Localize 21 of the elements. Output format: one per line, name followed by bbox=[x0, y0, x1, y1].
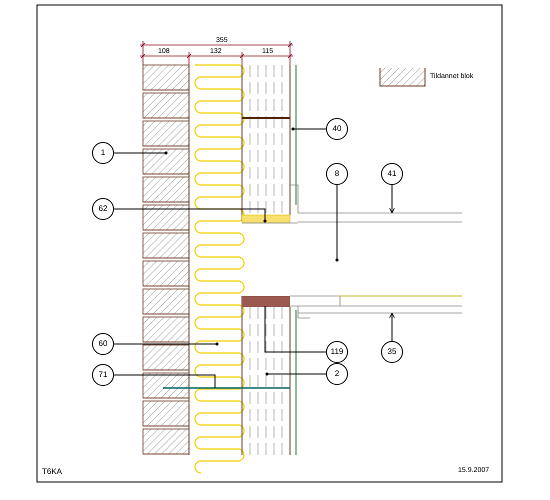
callout-number: 60 bbox=[92, 333, 114, 355]
callout-number: 1 bbox=[92, 142, 114, 164]
leader-line bbox=[389, 312, 395, 342]
leader-line bbox=[336, 184, 338, 262]
leader-line bbox=[114, 374, 216, 388]
callout-number: 2 bbox=[326, 363, 348, 385]
callout-number: 8 bbox=[326, 163, 348, 185]
leader-line bbox=[292, 128, 326, 130]
callout-number: 71 bbox=[92, 364, 114, 386]
leader-line bbox=[114, 208, 266, 222]
leader-line bbox=[264, 306, 326, 352]
leader-line bbox=[389, 184, 395, 214]
callout-number: 62 bbox=[92, 198, 114, 220]
callout-number: 35 bbox=[381, 341, 403, 363]
drawing-code: T6KA bbox=[42, 467, 62, 476]
leader-line bbox=[266, 372, 326, 376]
callout-number: 119 bbox=[326, 341, 348, 363]
leader-line bbox=[114, 152, 168, 154]
leader-line bbox=[114, 342, 218, 346]
callout-number: 41 bbox=[381, 163, 403, 185]
callout-number: 40 bbox=[326, 118, 348, 140]
